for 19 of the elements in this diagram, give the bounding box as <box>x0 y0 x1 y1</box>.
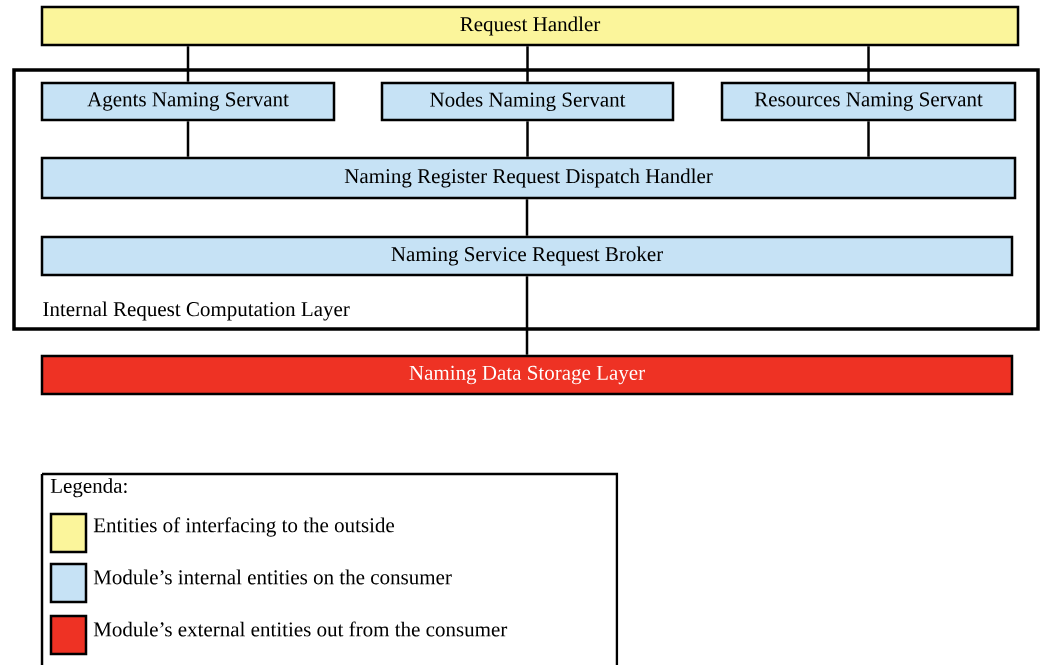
connector-line <box>186 46 190 82</box>
connector-line <box>526 121 529 157</box>
connector-line <box>186 121 190 157</box>
connector-line <box>526 46 529 82</box>
legend-text: Module’s external entities out from the consumer <box>93 621 508 637</box>
connector-line <box>867 121 870 157</box>
module-box: Agents Naming Servant <box>40 81 336 122</box>
module-box: Naming Register Request Dispatch Handler <box>40 156 1017 200</box>
connector-line <box>525 199 529 236</box>
module-box: Nodes Naming Servant <box>380 81 675 122</box>
module-box: Naming Service Request Broker <box>40 235 1014 277</box>
layer-box: Naming Data Storage Layer <box>40 354 1014 396</box>
legend-text: Module’s internal entities on the consumer <box>93 569 452 585</box>
connector-line <box>525 276 529 355</box>
layer-box: Request Handler <box>40 5 1020 47</box>
connector-line <box>867 46 870 82</box>
module-box: Resources Naming Servant <box>720 81 1017 122</box>
legend-text: Entities of interfacing to the outside <box>93 517 395 537</box>
legend-title: Legenda: <box>50 478 127 498</box>
